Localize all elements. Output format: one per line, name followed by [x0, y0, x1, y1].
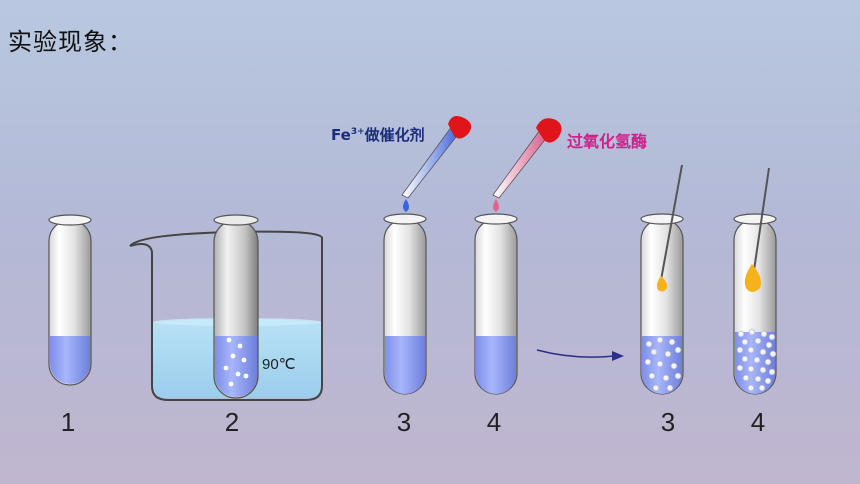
dropper-fe3 — [401, 116, 472, 212]
tube-number-3-result: 3 — [660, 407, 676, 437]
page-title: 实验现象： — [8, 28, 133, 56]
dropper-enzyme — [492, 118, 562, 212]
reaction-arrow — [536, 349, 624, 361]
test-tube-1 — [48, 214, 92, 386]
tube-3-bubbles — [644, 336, 682, 392]
flame-icon — [744, 264, 761, 292]
tube-number-1: 1 — [60, 407, 76, 437]
incense-stick — [660, 164, 683, 281]
temperature-label: 90℃ — [262, 356, 296, 373]
incense-stick — [751, 167, 770, 285]
test-tube-3 — [383, 213, 427, 395]
test-tube-4 — [474, 213, 518, 395]
ion-symbol: Fe — [331, 126, 351, 144]
test-tube-4-result — [733, 167, 777, 395]
tube-number-2: 2 — [224, 407, 240, 437]
ion-charge: 3+ — [350, 127, 365, 137]
tube-number-4: 4 — [486, 407, 502, 437]
tube-number-3: 3 — [396, 407, 412, 437]
tube-number-4-result: 4 — [750, 407, 766, 437]
catalyst-label: Fe3+做催化剂 — [331, 124, 425, 145]
tube-2-bubbles — [223, 337, 249, 387]
test-tube-3-result — [640, 164, 684, 395]
tube-4-bubbles — [736, 328, 777, 392]
test-tube-2 — [213, 214, 259, 399]
glowing-ember — [657, 276, 668, 292]
enzyme-label: 过氧化氢酶 — [567, 132, 648, 151]
catalyst-text: 做催化剂 — [364, 126, 425, 144]
